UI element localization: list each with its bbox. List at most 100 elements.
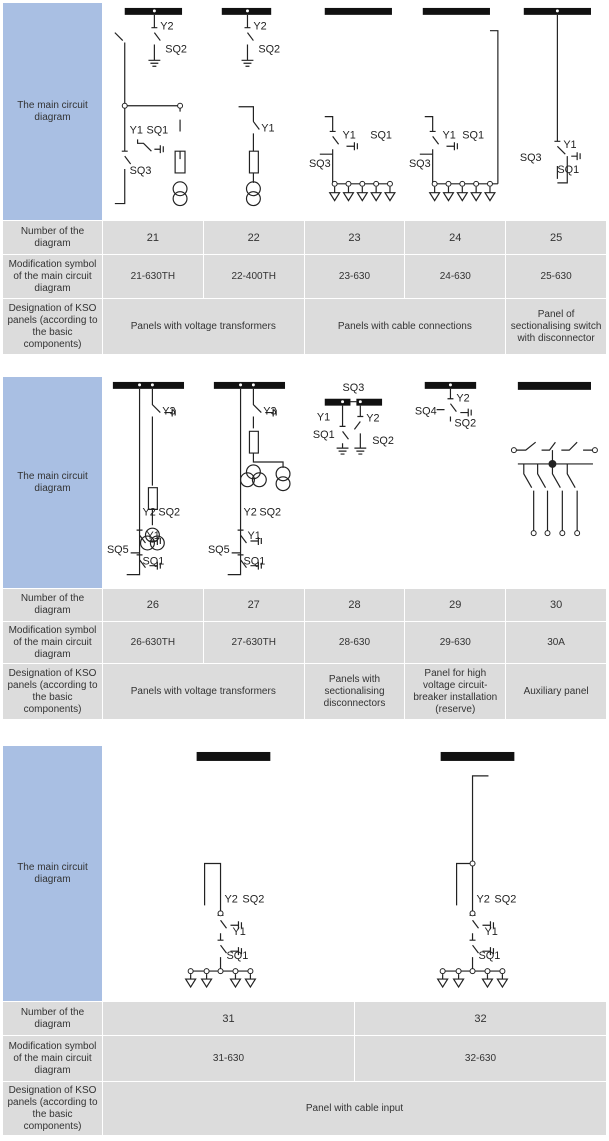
- label-sq2: SQ2: [258, 43, 280, 55]
- diagram-25: Y1 SQ3 SQ1: [505, 2, 607, 221]
- label-y1: Y1: [564, 139, 577, 151]
- label-sq1: SQ1: [243, 556, 265, 568]
- modification-symbol: 24-630: [404, 254, 507, 299]
- label-y1: Y1: [443, 129, 456, 141]
- diagram-number: 21: [102, 220, 204, 255]
- label-y1: Y1: [247, 530, 260, 542]
- label-y2: Y2: [243, 506, 256, 518]
- diagram-26: Y3 Y2 SQ2 SQ5 Y1 SQ1: [102, 376, 204, 589]
- label-sq2: SQ2: [455, 417, 477, 429]
- modification-symbol: 32-630: [354, 1035, 607, 1082]
- row-label-main-circuit: The main circuit diagram: [2, 745, 103, 1002]
- label-sq3: SQ3: [342, 382, 364, 394]
- modification-symbol: 31-630: [102, 1035, 355, 1082]
- diagram-32: Y2 SQ2 Y1 SQ1: [354, 745, 607, 1002]
- designation: Auxiliary panel: [505, 663, 607, 720]
- label-sq1: SQ1: [143, 556, 165, 568]
- modification-symbol: 25-630: [505, 254, 607, 299]
- label-y2: Y2: [143, 506, 156, 518]
- modification-symbol: 27-630TH: [202, 621, 305, 664]
- label-sq1: SQ1: [558, 164, 580, 176]
- label-y1: Y1: [316, 411, 329, 423]
- label-sq3: SQ3: [409, 158, 431, 170]
- label-sq2: SQ2: [494, 893, 516, 905]
- diagram-31: Y2 SQ2 Y1 SQ1: [102, 745, 355, 1002]
- diagram-22: Y2 SQ2 Y1: [202, 2, 305, 221]
- modification-symbol: 26-630TH: [102, 621, 204, 664]
- row-label-modification: Modification symbol of the main circuit …: [2, 254, 103, 299]
- modification-symbol: 30A: [505, 621, 607, 664]
- label-sq5: SQ5: [208, 544, 230, 556]
- designation: Panels with cable connections: [303, 298, 507, 355]
- diagram-28: SQ3 Y1 Y2 SQ1 SQ2: [303, 376, 406, 589]
- diagram-number: 23: [303, 220, 406, 255]
- diagram-24: Y1 SQ1 SQ3: [404, 2, 507, 221]
- label-y2: Y2: [366, 412, 379, 424]
- diagram-30: [505, 376, 607, 589]
- label-y1: Y1: [232, 926, 245, 938]
- designation: Panel with cable input: [102, 1081, 607, 1136]
- designation: Panels with voltage transformers: [102, 298, 305, 355]
- label-y1: Y1: [146, 530, 159, 542]
- label-y1: Y1: [342, 129, 355, 141]
- label-y2: Y2: [225, 893, 238, 905]
- label-sq3: SQ3: [309, 158, 331, 170]
- table-panels-26-30: The main circuit diagram Y3 Y2 SQ2 SQ5 Y…: [2, 376, 607, 720]
- row-label-modification: Modification symbol of the main circuit …: [2, 1035, 103, 1082]
- row-label-modification: Modification symbol of the main circuit …: [2, 621, 103, 664]
- diagram-number: 28: [303, 588, 406, 622]
- designation: Panel for high voltage circuit-breaker i…: [404, 663, 507, 720]
- label-sq3: SQ3: [520, 152, 542, 164]
- label-sq3: SQ3: [130, 165, 152, 177]
- diagram-number: 26: [102, 588, 204, 622]
- row-label-designation: Designation of KSO panels (according to …: [2, 663, 103, 720]
- table-panels-31-32: The main circuit diagram Y2 SQ2 Y1 SQ1: [2, 745, 607, 1136]
- modification-symbol: 28-630: [303, 621, 406, 664]
- label-sq1: SQ1: [370, 129, 392, 141]
- row-label-main-circuit: The main circuit diagram: [2, 376, 103, 589]
- diagram-number: 29: [404, 588, 507, 622]
- label-sq2: SQ2: [259, 506, 281, 518]
- label-sq2: SQ2: [372, 435, 394, 447]
- row-label-designation: Designation of KSO panels (according to …: [2, 1081, 103, 1136]
- modification-symbol: 29-630: [404, 621, 507, 664]
- diagram-number: 27: [202, 588, 305, 622]
- label-y1: Y1: [261, 122, 274, 134]
- label-sq2: SQ2: [158, 506, 180, 518]
- designation: Panel of sectionalising switch with disc…: [505, 298, 607, 355]
- diagram-number: 30: [505, 588, 607, 622]
- modification-symbol: 23-630: [303, 254, 406, 299]
- row-label-designation: Designation of KSO panels (according to …: [2, 298, 103, 355]
- table-panels-21-25: The main circuit diagram Y2 SQ2 Y1 SQ1 S…: [2, 2, 607, 355]
- label-sq1: SQ1: [463, 129, 485, 141]
- label-y2: Y2: [457, 393, 470, 405]
- label-sq2: SQ2: [242, 893, 264, 905]
- diagram-number: 25: [505, 220, 607, 255]
- label-sq1: SQ1: [227, 950, 249, 962]
- designation: Panels with voltage transformers: [102, 663, 305, 720]
- designation: Panels with sectionalising disconnectors: [303, 663, 406, 720]
- diagram-27: Y3 Y2 SQ2 SQ5 Y1 SQ1: [202, 376, 305, 589]
- label-y3: Y3: [162, 406, 175, 418]
- diagram-21: Y2 SQ2 Y1 SQ1 SQ3: [102, 2, 204, 221]
- label-sq4: SQ4: [415, 406, 437, 418]
- modification-symbol: 22-400TH: [202, 254, 305, 299]
- label-y2: Y2: [160, 21, 173, 33]
- label-sq2: SQ2: [165, 43, 187, 55]
- row-label-number: Number of the diagram: [2, 220, 103, 255]
- row-label-number: Number of the diagram: [2, 588, 103, 622]
- label-y2: Y2: [477, 893, 490, 905]
- label-y3: Y3: [263, 406, 276, 418]
- label-sq1: SQ1: [312, 429, 334, 441]
- diagram-number: 31: [102, 1001, 355, 1036]
- diagram-29: Y2 SQ4 SQ2: [404, 376, 507, 589]
- label-sq5: SQ5: [107, 544, 129, 556]
- label-y1: Y1: [130, 124, 143, 136]
- label-sq1: SQ1: [146, 124, 168, 136]
- diagram-number: 24: [404, 220, 507, 255]
- modification-symbol: 21-630TH: [102, 254, 204, 299]
- row-label-main-circuit: The main circuit diagram: [2, 2, 103, 221]
- row-label-number: Number of the diagram: [2, 1001, 103, 1036]
- diagram-23: Y1 SQ1 SQ3: [303, 2, 406, 221]
- label-sq1: SQ1: [479, 950, 501, 962]
